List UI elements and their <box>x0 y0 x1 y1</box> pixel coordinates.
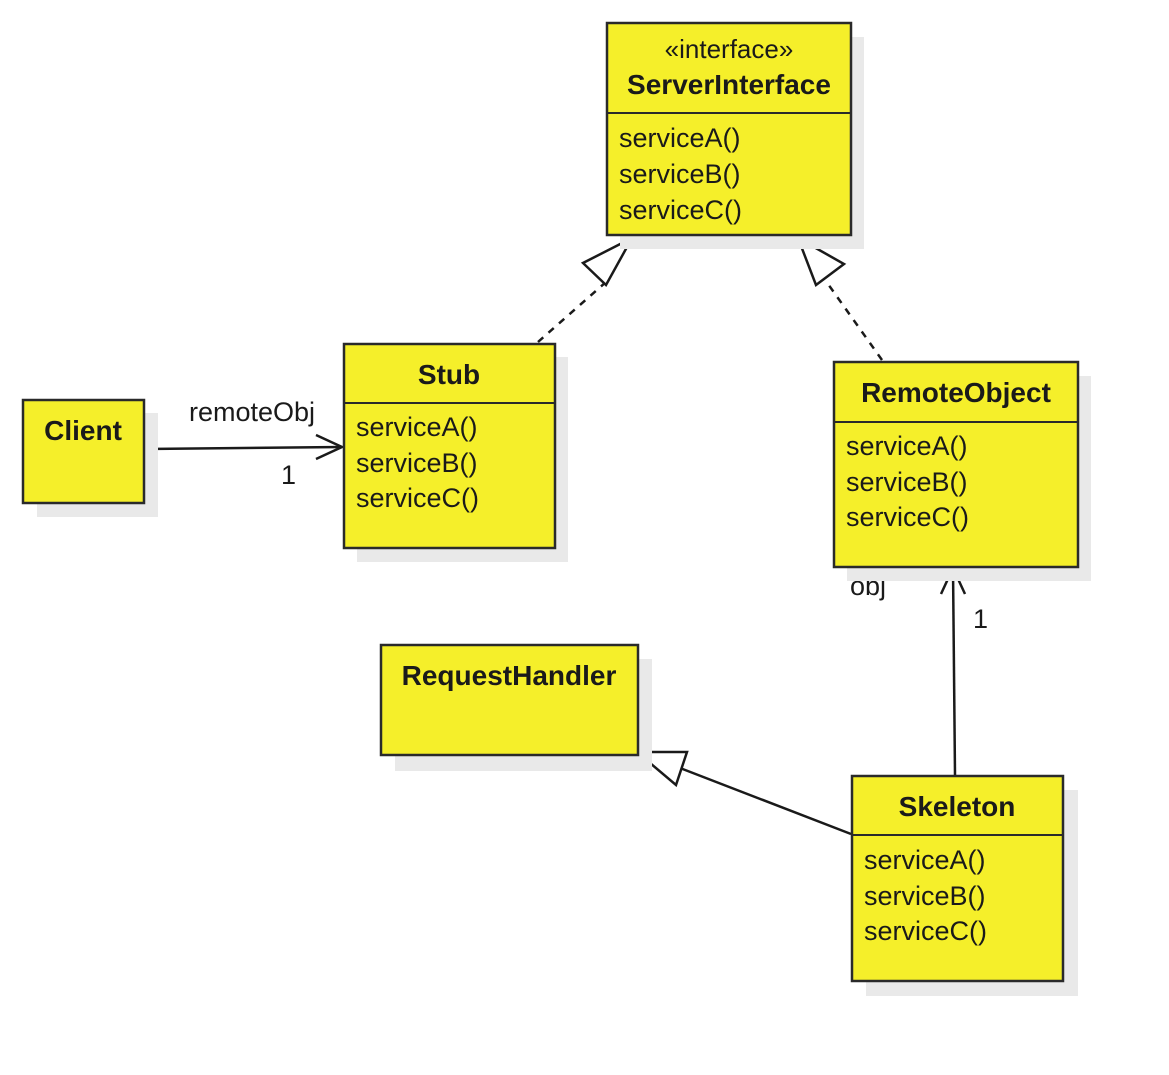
class-remote-object[interactable]: RemoteObject serviceA() serviceB() servi… <box>832 360 1091 581</box>
method-item: serviceB() <box>619 159 741 189</box>
stub-multiplicity-label: 1 <box>281 460 296 490</box>
method-item: serviceC() <box>619 195 742 225</box>
method-item: serviceC() <box>864 916 987 946</box>
class-server-interface[interactable]: «interface» ServerInterface serviceA() s… <box>605 21 864 249</box>
skeleton-name: Skeleton <box>899 791 1016 822</box>
method-item: serviceB() <box>846 467 968 497</box>
method-item: serviceA() <box>846 431 968 461</box>
method-item: serviceA() <box>864 845 986 875</box>
server-interface-name: ServerInterface <box>627 69 831 100</box>
stub-name: Stub <box>418 359 480 390</box>
client-stub-association <box>145 433 345 461</box>
method-item: serviceA() <box>619 123 741 153</box>
method-item: serviceC() <box>356 483 479 513</box>
method-item: serviceB() <box>864 881 986 911</box>
remote-object-name: RemoteObject <box>861 377 1051 408</box>
class-request-handler[interactable]: RequestHandler <box>379 643 652 771</box>
method-item: serviceC() <box>846 502 969 532</box>
stub-realization-edge <box>537 235 636 343</box>
client-name: Client <box>44 415 122 446</box>
interface-stereotype: «interface» <box>665 34 794 64</box>
open-arrowhead <box>315 433 345 461</box>
method-item: serviceA() <box>356 412 478 442</box>
class-stub[interactable]: Stub serviceA() serviceB() serviceC() <box>342 342 568 562</box>
class-client[interactable]: Client <box>21 398 158 517</box>
realization-arrowhead <box>580 235 636 288</box>
request-handler-name: RequestHandler <box>402 660 617 691</box>
remote-obj-role-label: remoteObj <box>189 397 315 427</box>
class-skeleton[interactable]: Skeleton serviceA() serviceB() serviceC(… <box>850 774 1078 996</box>
remote-realization-edge <box>795 235 884 361</box>
realization-arrowhead <box>795 235 847 287</box>
method-item: serviceB() <box>356 448 478 478</box>
skeleton-remote-association <box>939 565 967 776</box>
skeleton-generalization-edge <box>633 750 852 836</box>
remote-multiplicity-label: 1 <box>973 604 988 634</box>
